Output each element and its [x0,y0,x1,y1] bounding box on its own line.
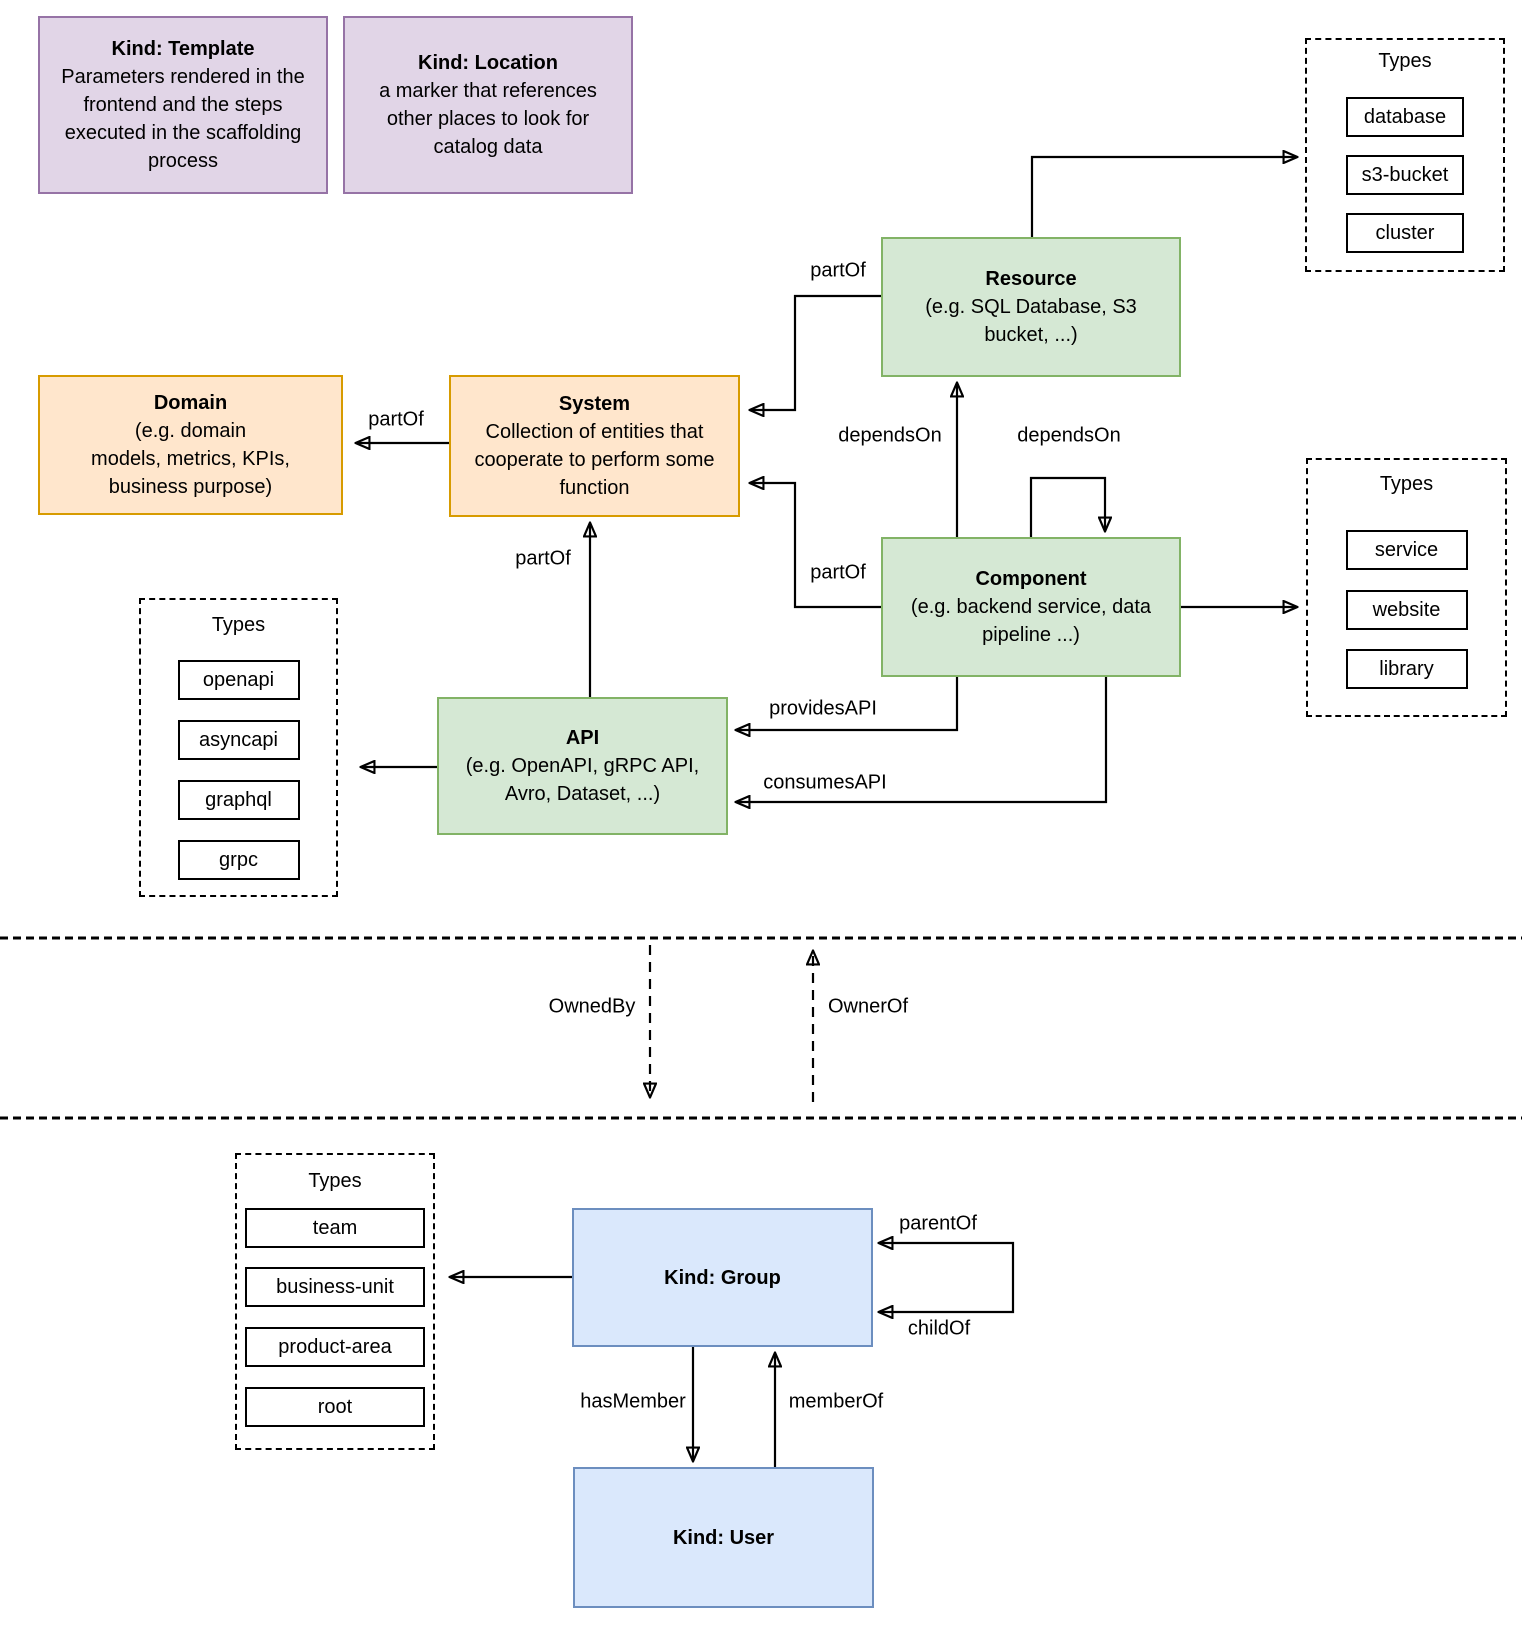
edge-label-component-partof: partOf [810,561,866,584]
type-item-database: database [1346,97,1464,137]
edge-label-hasmember: hasMember [580,1390,686,1413]
resource-subtitle-line: bucket, ...) [984,324,1078,346]
component-subtitle-line: pipeline ...) [982,624,1080,646]
resource-types-title: Types [1378,50,1432,72]
edge-label-parentof: parentOf [899,1212,977,1235]
api-title: API [565,727,600,749]
group-box: Kind: Group [572,1208,873,1347]
template-note-line: executed in the scaffolding [64,122,302,144]
system-subtitle-line: function [559,477,630,499]
edge-label-resource-partof: partOf [810,259,866,282]
api-types-panel: Types openapi asyncapi graphql grpc [139,598,338,897]
template-note-box: Kind: Template Parameters rendered in th… [38,16,328,194]
group-types-panel: Types team business-unit product-area ro… [235,1153,435,1450]
edge-label-dependson-self: dependsOn [1017,424,1121,447]
system-box: System Collection of entities that coope… [449,375,740,517]
domain-subtitle-line: models, metrics, KPIs, [91,448,290,470]
api-box: API (e.g. OpenAPI, gRPC API, Avro, Datas… [437,697,728,835]
system-subtitle-line: cooperate to perform some [474,449,715,471]
type-item-root: root [245,1387,425,1427]
system-title: System [558,393,631,415]
edge-component-dependson-component [1029,476,1105,537]
component-box: Component (e.g. backend service, data pi… [881,537,1181,677]
type-item-service: service [1345,530,1468,570]
type-item-library: library [1345,649,1468,689]
api-types-title: Types [211,614,266,636]
user-title: Kind: User [672,1526,775,1549]
edge-label-consumesapi: consumesAPI [763,771,887,794]
group-types-title: Types [308,1170,362,1192]
user-box: Kind: User [573,1467,874,1608]
edge-label-dependson-resource: dependsOn [838,424,942,447]
resource-box: Resource (e.g. SQL Database, S3 bucket, … [881,237,1181,377]
type-item-asyncapi: asyncapi [177,720,300,760]
edge-label-system-partof: partOf [368,408,424,431]
resource-types-panel: Types database s3-bucket cluster [1305,38,1505,272]
component-title: Component [975,568,1087,590]
domain-box: Domain (e.g. domain models, metrics, KPI… [38,375,343,515]
type-item-team: team [245,1208,425,1248]
template-note-line: frontend and the steps [83,94,283,116]
edge-label-api-partof: partOf [515,547,571,570]
api-subtitle-line: Avro, Dataset, ...) [504,783,661,805]
type-item-s3-bucket: s3-bucket [1346,155,1464,195]
component-types-title: Types [1379,473,1434,495]
location-note-title: Kind: Location [418,52,558,74]
group-title: Kind: Group [664,1266,781,1289]
system-subtitle-line: Collection of entities that [485,421,704,443]
edge-label-childof: childOf [907,1317,971,1340]
domain-subtitle-line: business purpose) [108,476,273,498]
location-note-box: Kind: Location a marker that references … [343,16,633,194]
location-note-line: catalog data [433,136,543,158]
edge-component-providesapi [736,677,959,730]
type-item-graphql: graphql [177,780,300,820]
domain-subtitle-line: (e.g. domain [134,420,247,442]
type-item-openapi: openapi [177,660,300,700]
template-note-line: process [147,150,219,172]
edge-resource-partof-system [750,294,881,410]
resource-subtitle-line: (e.g. SQL Database, S3 [925,296,1137,318]
component-subtitle-line: (e.g. backend service, data [910,596,1152,618]
edge-label-ownedby: OwnedBy [548,995,636,1018]
type-item-product-area: product-area [245,1327,425,1367]
resource-title: Resource [985,268,1077,290]
edge-label-ownerof: OwnerOf [827,995,909,1018]
type-item-cluster: cluster [1346,213,1464,253]
api-subtitle-line: (e.g. OpenAPI, gRPC API, [465,755,700,777]
template-note-line: Parameters rendered in the [61,66,305,88]
type-item-website: website [1345,590,1468,630]
edge-label-memberof: memberOf [788,1390,884,1413]
template-note-title: Kind: Template [111,38,255,60]
edge-resource-to-resource-types [1030,157,1297,237]
edge-component-consumesapi [736,677,1108,802]
component-types-panel: Types service website library [1306,458,1507,717]
edge-component-partof-system [750,483,881,609]
edge-label-providesapi: providesAPI [769,697,877,720]
domain-title: Domain [153,392,228,414]
location-note-line: a marker that references [379,80,597,102]
type-item-grpc: grpc [177,840,300,880]
location-note-line: other places to look for [386,108,590,130]
edge-group-parentof-childof-loop [879,1243,1015,1312]
type-item-business-unit: business-unit [245,1267,425,1307]
